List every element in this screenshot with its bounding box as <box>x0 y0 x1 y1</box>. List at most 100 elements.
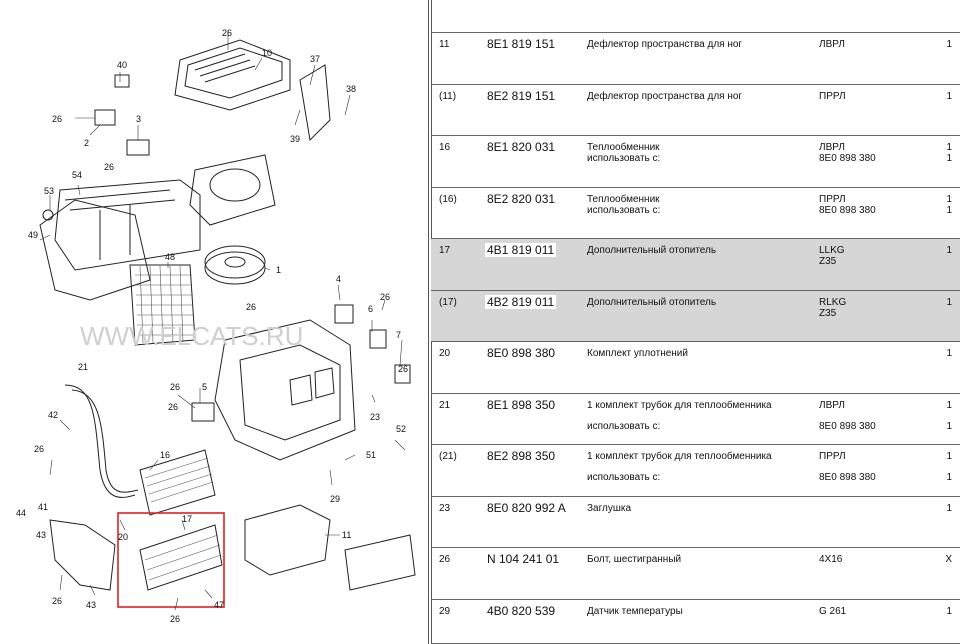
part-number: 4B2 819 011 <box>485 294 557 309</box>
callout-43: 43 <box>36 530 46 540</box>
position-number: (11) <box>439 90 457 102</box>
callout-48: 48 <box>165 252 175 262</box>
position-number: 11 <box>439 39 450 50</box>
position-number: 17 <box>439 245 451 256</box>
callout-40: 40 <box>117 60 127 70</box>
callout-23: 23 <box>370 412 380 422</box>
part-number: N 104 241 01 <box>487 552 560 566</box>
part-number: 8E2 820 031 <box>487 191 556 206</box>
table-row[interactable]: 16 8E1 820 031 Теплообменник использовать … <box>431 136 960 188</box>
callout-1: 1 <box>276 265 281 275</box>
part-description: Дефлектор пространства для ног <box>587 90 743 102</box>
part-remark: ЛВРЛ <box>819 39 845 50</box>
callout-10: 10 <box>262 48 272 58</box>
part-remark: ЛВРЛ 8E0 898 380 <box>819 142 876 164</box>
part-number: 8E1 820 031 <box>487 140 556 154</box>
callout-26: 26 <box>380 292 390 302</box>
part-quantity: 1 <box>946 451 952 462</box>
position-number: 20 <box>439 348 451 359</box>
part-number: 4B0 820 539 <box>487 603 556 618</box>
part-quantity: 1 <box>946 245 952 256</box>
part-quantity: 1 <box>946 399 952 411</box>
part-remark: ПРРЛ 8E0 898 380 <box>819 193 876 216</box>
callout-44: 44 <box>16 508 26 518</box>
part-remark: LLKG Z35 <box>819 245 845 267</box>
callout-52: 52 <box>396 424 406 434</box>
part-description: Теплообменник использовать с: <box>587 142 661 164</box>
part-description-line2: использовать с: <box>587 472 661 483</box>
part-quantity: 1 1 <box>946 142 952 164</box>
callout-26: 26 <box>398 364 408 374</box>
callout-53: 53 <box>44 186 54 196</box>
callout-6: 6 <box>368 304 373 314</box>
part-description: Датчик температуры <box>587 605 683 617</box>
part-description: Дополнительный отопитель <box>587 245 717 256</box>
part-description: Дополнительный отопитель <box>587 296 717 308</box>
part-quantity-line2: 1 <box>946 472 952 483</box>
callout-41: 41 <box>38 502 48 512</box>
callout-29: 29 <box>330 494 340 504</box>
callout-2: 2 <box>84 138 89 148</box>
part-description: Дефлектор пространства для ног <box>587 39 743 50</box>
callout-26: 26 <box>52 596 62 606</box>
part-quantity: 1 <box>946 348 952 359</box>
part-remark: ПРРЛ <box>819 451 846 462</box>
position-number: 16 <box>439 142 451 153</box>
callout-26: 26 <box>170 382 180 392</box>
position-number: (16) <box>439 193 457 205</box>
position-number: 26 <box>439 554 451 565</box>
part-description: Теплообменник использовать с: <box>587 193 661 216</box>
callout-26: 26 <box>104 162 114 172</box>
part-quantity: X <box>945 554 952 565</box>
position-number: 23 <box>439 502 451 514</box>
table-row[interactable]: (16) 8E2 820 031 Теплообменник использоват… <box>431 188 960 239</box>
part-number: 8E2 898 350 <box>487 449 556 463</box>
callout-37: 37 <box>310 54 320 64</box>
divider-line <box>428 0 429 644</box>
callout-26: 26 <box>168 402 178 412</box>
part-quantity: 1 <box>946 502 952 514</box>
table-row[interactable]: (11) 8E2 819 151 Дефлектор пространства дл… <box>431 85 960 136</box>
table-row[interactable]: 11 8E1 819 151 Дефлектор пространства для … <box>431 33 960 85</box>
callout-17: 17 <box>182 514 192 524</box>
part-quantity: 1 1 <box>946 193 952 216</box>
callout-49: 49 <box>28 230 38 240</box>
position-number: 21 <box>439 399 451 411</box>
position-number: (17) <box>439 296 457 308</box>
callout-11: 11 <box>342 530 351 540</box>
part-description: Комплект уплотнений <box>587 348 688 359</box>
part-remark-line2: 8E0 898 380 <box>819 420 876 432</box>
callout-26: 26 <box>34 444 44 454</box>
part-quantity-line2: 1 <box>946 420 952 432</box>
part-quantity: 1 <box>946 296 952 308</box>
callout-39: 39 <box>290 134 300 144</box>
part-quantity: 1 <box>946 605 952 617</box>
callout-43: 43 <box>86 600 96 610</box>
callout-54: 54 <box>72 170 82 180</box>
part-number: 8E2 819 151 <box>487 88 556 103</box>
callout-4: 4 <box>336 274 341 284</box>
callout-16: 16 <box>160 450 170 460</box>
diagram-canvas: WWW.ELCATS.RU 26 10 40 37 38 26 2 3 39 2… <box>16 28 416 624</box>
callout-42: 42 <box>48 410 58 420</box>
callout-47: 47 <box>214 600 224 610</box>
part-remark: 4X16 <box>819 554 843 565</box>
part-quantity: 1 <box>946 39 952 50</box>
part-remark: ПРРЛ <box>819 90 846 102</box>
exploded-parts-diagram: WWW.ELCATS.RU 26 10 40 37 38 26 2 3 39 2… <box>0 0 428 644</box>
callout-26: 26 <box>170 614 180 624</box>
part-description: 1 комплект трубок для теплообменника <box>587 399 772 411</box>
callout-51: 51 <box>366 450 376 460</box>
part-number: 8E1 819 151 <box>487 37 556 51</box>
callout-20: 20 <box>118 532 128 542</box>
position-number: 29 <box>439 605 451 617</box>
